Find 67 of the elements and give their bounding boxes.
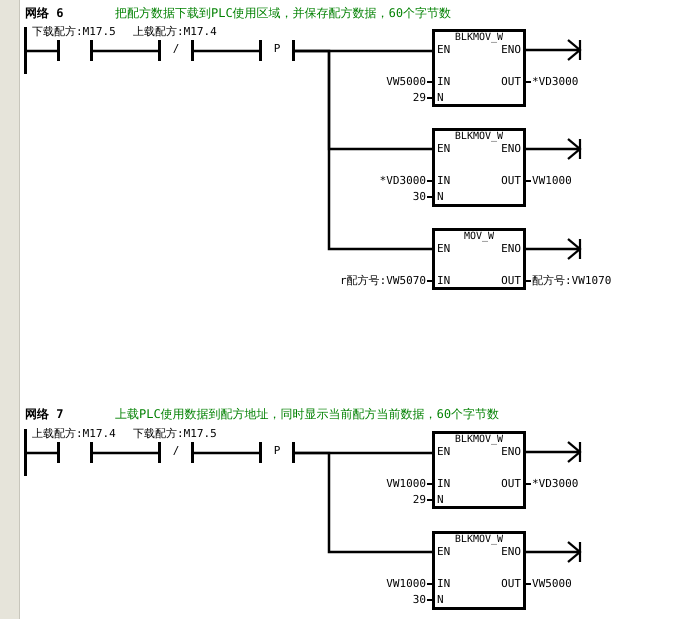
wire xyxy=(295,50,432,250)
contact-address: 下载配方:M17.5 xyxy=(32,25,116,39)
pin-label: IN xyxy=(437,477,450,491)
operand-label: *VD3000 xyxy=(380,174,426,188)
contact-symbol-label: / xyxy=(172,444,180,458)
wire xyxy=(27,452,57,454)
pin-label: OUT xyxy=(501,477,521,491)
wire xyxy=(93,452,158,454)
contact-symbol-label: / xyxy=(172,42,180,56)
wire xyxy=(27,50,57,52)
power-rail xyxy=(24,429,27,476)
pin-label: ENO xyxy=(501,242,521,256)
operand-label: *VD3000 xyxy=(532,477,578,491)
operand-label: *VD3000 xyxy=(532,75,578,89)
wire xyxy=(93,50,158,52)
pin-label: ENO xyxy=(501,445,521,459)
block-title: MOV_W xyxy=(462,231,496,243)
network-title: 网络 6 xyxy=(25,6,64,20)
pin-label: N xyxy=(437,91,444,105)
pin-label: EN xyxy=(437,142,450,156)
pin-label: N xyxy=(437,190,444,204)
pin-label: N xyxy=(437,493,444,507)
wire xyxy=(194,50,259,52)
operand-label: 29 xyxy=(412,493,426,507)
pin-label: OUT xyxy=(501,577,521,591)
pin-label: EN xyxy=(437,545,450,559)
pin-label: ENO xyxy=(501,545,521,559)
pin-label: OUT xyxy=(501,274,521,288)
contact-symbol-label: P xyxy=(272,444,282,458)
network-title: 网络 7 xyxy=(25,407,64,421)
operand-label: VW1000 xyxy=(386,477,426,491)
operand-label: VW1000 xyxy=(532,174,572,188)
operand-label: VW1000 xyxy=(386,577,426,591)
contact-address: 上载配方:M17.4 xyxy=(133,25,217,39)
pin-label: ENO xyxy=(501,142,521,156)
operand-label: VW5000 xyxy=(386,75,426,89)
pin-label: OUT xyxy=(501,174,521,188)
operand-label: 30 xyxy=(412,593,426,607)
network-comment: 把配方数据下载到PLC使用区域，并保存配方数据，60个字节数 xyxy=(115,6,452,20)
pin-label: IN xyxy=(437,577,450,591)
pin-label: ENO xyxy=(501,43,521,57)
contact-address: 上载配方:M17.4 xyxy=(32,427,116,441)
block-title: BLKMOV_W xyxy=(454,131,504,143)
pin-label: EN xyxy=(437,242,450,256)
contact xyxy=(259,442,295,463)
wire xyxy=(295,452,432,554)
pin-label: N xyxy=(437,593,444,607)
operand-label: VW5000 xyxy=(532,577,572,591)
pin-label: EN xyxy=(437,445,450,459)
pin-label: IN xyxy=(437,174,450,188)
operand-label: 配方号:VW1070 xyxy=(532,274,612,288)
pin-label: IN xyxy=(437,274,450,288)
block-title: BLKMOV_W xyxy=(454,32,504,44)
pin-label: EN xyxy=(437,43,450,57)
contact xyxy=(259,40,295,61)
network-comment: 上载PLC使用数据到配方地址，同时显示当前配方当前数据，60个字节数 xyxy=(115,407,500,421)
block-title: BLKMOV_W xyxy=(454,534,504,546)
power-rail xyxy=(24,27,27,74)
operand-label: 29 xyxy=(412,91,426,105)
pin-label: OUT xyxy=(501,75,521,89)
wire xyxy=(194,452,259,454)
pin-label: IN xyxy=(437,75,450,89)
contact-symbol-label: P xyxy=(272,42,282,56)
block-title: BLKMOV_W xyxy=(454,434,504,446)
operand-label: r配方号:VW5070 xyxy=(340,274,426,288)
operand-label: 30 xyxy=(412,190,426,204)
contact-address: 下载配方:M17.5 xyxy=(133,427,217,441)
